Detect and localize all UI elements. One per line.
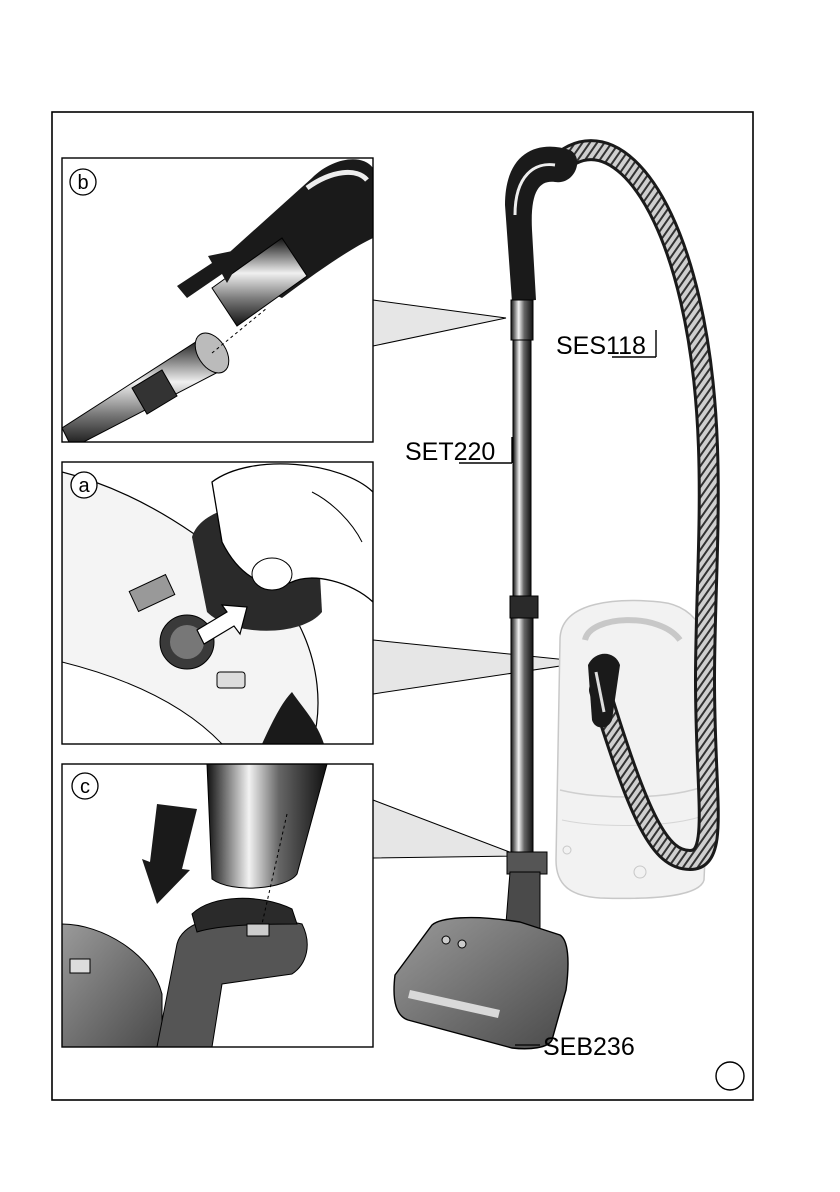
handle-coupling: [511, 300, 533, 340]
panel-a-letter: a: [78, 475, 90, 497]
panel-a-thumb: [252, 558, 292, 590]
panel-b-letter: b: [77, 172, 88, 194]
panel-a-plug-contact-icon: [217, 672, 245, 688]
telescopic-tube-clamp: [510, 596, 538, 618]
floorhead-pedal-icon: [442, 936, 450, 944]
telescopic-tube-upper: [513, 340, 531, 600]
telescopic-tube-lower: [511, 618, 533, 854]
panel-c-socket-contact-icon: [247, 924, 269, 936]
page-marker-circle: [716, 1062, 744, 1090]
label-tube: SET220: [405, 438, 495, 466]
tube-floorhead-coupling: [507, 852, 547, 874]
panel-c-housing-button: [70, 959, 90, 973]
panel-a: a: [62, 462, 373, 744]
panel-c-letter: c: [80, 776, 90, 798]
panel-c: c: [62, 764, 373, 1047]
panel-b: b: [62, 158, 373, 448]
label-floorhead: SEB236: [543, 1033, 635, 1061]
label-hose: SES118: [556, 332, 646, 360]
floorhead-pedal-icon-2: [458, 940, 466, 948]
